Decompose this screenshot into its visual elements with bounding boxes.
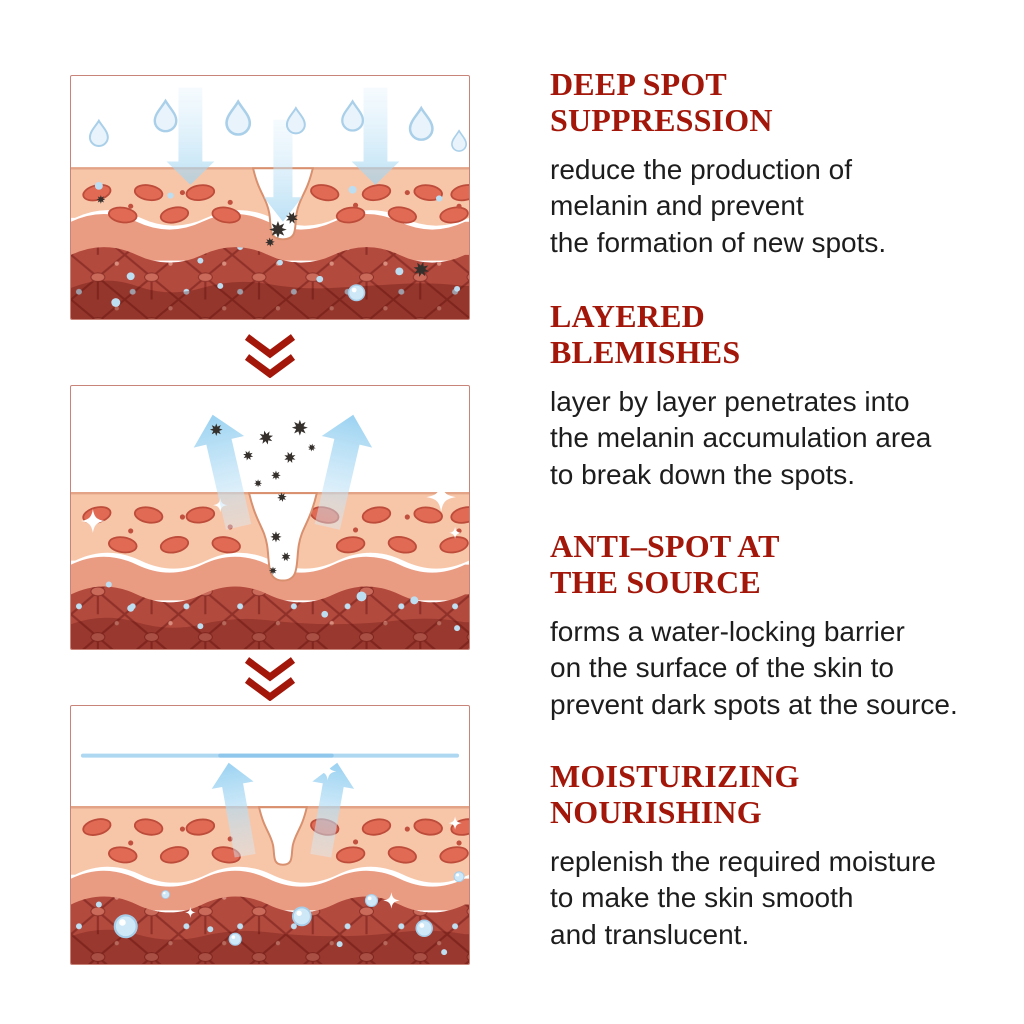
section-body: layer by layer penetrates into the melan…: [550, 385, 932, 490]
moisture-dots: [94, 181, 461, 307]
pore-pit: [257, 806, 309, 866]
moisture-dots: [95, 901, 448, 956]
skin-deep-layer: [71, 280, 469, 319]
skin-deep-layer: [71, 617, 469, 649]
bubble-icon: [347, 284, 366, 302]
moisture-dots: [105, 581, 461, 632]
chevron-down-icon: [240, 655, 300, 701]
skin-illustration-step-1: [70, 75, 470, 320]
section-body: forms a water-locking barrier on the sur…: [550, 615, 958, 720]
text-section-moisturizing-nourishing: MOISTURIZING NOURISHING replenish the re…: [550, 758, 1020, 953]
section-heading: MOISTURIZING NOURISHING: [550, 758, 800, 831]
text-section-deep-spot-suppression: DEEP SPOT SUPPRESSION reduce the product…: [550, 66, 1020, 261]
section-body: replenish the required moisture to make …: [550, 845, 936, 950]
section-heading: ANTI–SPOT AT THE SOURCE: [550, 528, 780, 601]
section-heading: DEEP SPOT SUPPRESSION: [550, 66, 773, 139]
text-section-layered-blemishes: LAYERED BLEMISHES layer by layer penetra…: [550, 298, 1020, 493]
skin-illustration-step-3: [70, 705, 470, 965]
text-section-anti-spot-at-source: ANTI–SPOT AT THE SOURCE forms a water-lo…: [550, 528, 1020, 723]
skin-deep-layer: [71, 929, 469, 964]
section-heading: LAYERED BLEMISHES: [550, 298, 741, 371]
section-body: reduce the production of melanin and pre…: [550, 153, 887, 258]
chevron-down-icon: [240, 332, 300, 378]
pore-pit: [247, 492, 319, 582]
skin-illustration-step-2: [70, 385, 470, 650]
